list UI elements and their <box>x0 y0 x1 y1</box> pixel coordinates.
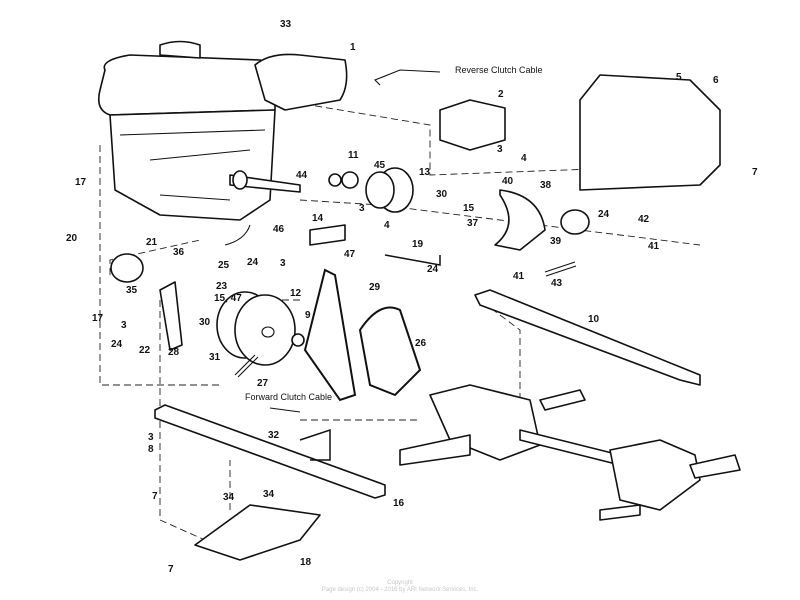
plate-16 <box>154 404 386 499</box>
part-label: 2 <box>498 89 504 100</box>
part-label: 7 <box>168 564 174 575</box>
part-label: 17 <box>92 313 104 324</box>
part-labels: 33 1 2 5 6 7 3 4 17 44 11 45 13 30 15 40… <box>66 19 758 575</box>
spring-43 <box>544 261 577 277</box>
bracket-14 <box>309 224 346 246</box>
reverse-clutch-cable <box>374 69 441 86</box>
part-label: 15, 47 <box>214 293 242 304</box>
part-label: 3 <box>359 203 365 214</box>
part-label: 19 <box>412 239 424 250</box>
part-label: 27 <box>257 378 269 389</box>
idler-pulley-39 <box>560 209 590 235</box>
part-label: 1 <box>350 42 356 53</box>
part-label: 41 <box>648 241 660 252</box>
cover-part <box>439 99 506 151</box>
part-label: 20 <box>66 233 78 244</box>
part-label: 24 <box>427 264 439 275</box>
part-label: 14 <box>312 213 324 224</box>
guard-18 <box>194 504 321 561</box>
part-label: 37 <box>467 218 479 229</box>
part-label: 47 <box>344 249 356 260</box>
part-label: 25 <box>218 260 230 271</box>
part-label: 23 <box>216 281 228 292</box>
arm-22 <box>159 281 183 351</box>
spring-27 <box>234 354 259 378</box>
part-label: 35 <box>126 285 138 296</box>
forward-clutch-cable <box>269 407 301 413</box>
part-label: 32 <box>268 430 280 441</box>
part-label: 17 <box>75 177 87 188</box>
part-label: 31 <box>209 352 221 363</box>
pulley-31 <box>216 291 296 366</box>
part-label: 9 <box>305 310 311 321</box>
part-label: 4 <box>521 153 527 164</box>
bracket-38 <box>494 189 546 251</box>
transaxle <box>399 384 741 521</box>
part-label: 30 <box>199 317 211 328</box>
reverse-clutch-cable-label: Reverse Clutch Cable <box>455 65 543 75</box>
part-label: 26 <box>415 338 427 349</box>
part-label: 34 <box>223 492 235 503</box>
part-label: 30 <box>436 189 448 200</box>
bracket-32 <box>299 428 331 461</box>
part-label: 16 <box>393 498 405 509</box>
forward-clutch-cable-label: Forward Clutch Cable <box>245 392 332 402</box>
part-label: 8 <box>148 444 154 455</box>
frame-10 <box>474 289 701 386</box>
part-label: 18 <box>300 557 312 568</box>
part-label: 3 <box>280 258 286 269</box>
part-label: 7 <box>752 167 758 178</box>
part-label: 15 <box>463 203 475 214</box>
washer-9 <box>291 333 305 347</box>
part-label: 46 <box>273 224 285 235</box>
part-label: 45 <box>374 160 386 171</box>
belt-cover <box>579 74 721 191</box>
part-label: 6 <box>713 75 719 86</box>
part-label: 10 <box>588 314 600 325</box>
part-label: 21 <box>146 237 158 248</box>
part-label: 42 <box>638 214 650 225</box>
part-label: 11 <box>348 150 359 161</box>
part-label: 36 <box>173 247 185 258</box>
page-design-credit: Page design (c) 2004 - 2016 by ARI Netwo… <box>321 587 479 593</box>
part-label: 7 <box>152 491 158 502</box>
belt-26 <box>358 306 422 397</box>
part-label: 34 <box>263 489 275 500</box>
engine <box>97 40 348 221</box>
part-label: 22 <box>139 345 151 356</box>
rod-19 <box>384 254 441 266</box>
part-label: 3 <box>148 432 154 443</box>
part-label: 40 <box>502 176 514 187</box>
part-label: 24 <box>247 257 259 268</box>
part-label: 24 <box>111 339 123 350</box>
part-label: 44 <box>296 170 308 181</box>
part-label: 13 <box>419 167 431 178</box>
pulley-13 <box>328 167 414 213</box>
part-label: 3 <box>497 144 503 155</box>
part-label: 24 <box>598 209 610 220</box>
part-label: 39 <box>550 236 562 247</box>
part-label: 43 <box>551 278 563 289</box>
copyright-label: Copyright <box>387 580 413 586</box>
part-label: 29 <box>369 282 381 293</box>
part-label: 28 <box>168 347 180 358</box>
part-label: 38 <box>540 180 552 191</box>
part-label: 3 <box>121 320 127 331</box>
part-label: 12 <box>290 288 302 299</box>
part-label: 41 <box>513 271 525 282</box>
part-label: 33 <box>280 19 292 30</box>
idler-pulley-21 <box>110 253 144 283</box>
part-label: 4 <box>384 220 390 231</box>
belt-29 <box>303 268 357 402</box>
part-label: 5 <box>676 72 682 83</box>
